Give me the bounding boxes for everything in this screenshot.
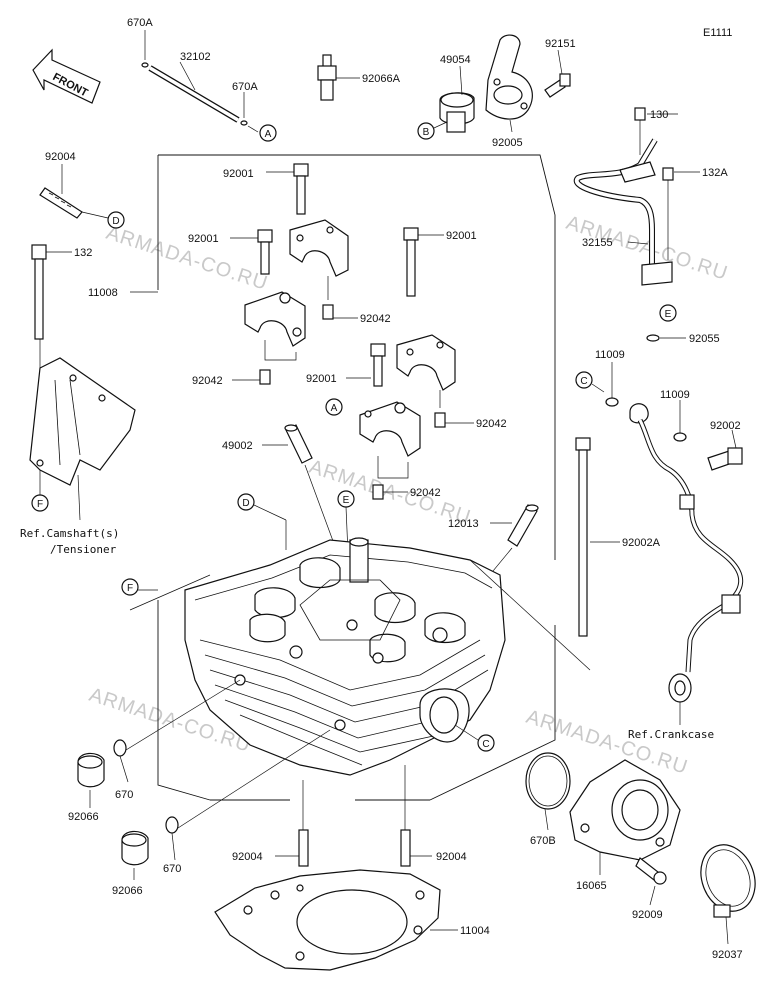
- ref-camshaft-line1: Ref.Camshaft(s): [20, 527, 119, 540]
- callout-a-cam: [325, 398, 343, 416]
- label-92001-1: 92001: [223, 168, 254, 180]
- part-92037-clamp: [700, 844, 756, 945]
- svg-text:C: C: [482, 739, 489, 750]
- part-92002A-stud: [575, 437, 620, 637]
- part-49002-guide: [262, 424, 341, 561]
- part-92066A-sensor: [317, 54, 360, 101]
- svg-text:E: E: [343, 495, 350, 506]
- label-92001-3: 92001: [446, 230, 477, 242]
- label-92005: 92005: [492, 137, 523, 149]
- part-670B-oring: [525, 752, 571, 831]
- svg-text:A: A: [331, 403, 338, 414]
- part-92001-bolts: [230, 163, 444, 387]
- svg-text:D: D: [242, 498, 249, 509]
- label-92066-1: 92066: [68, 811, 99, 823]
- front-arrow-icon: FRONT: [32, 48, 101, 104]
- label-49054: 49054: [440, 54, 471, 66]
- label-92009: 92009: [632, 909, 663, 921]
- label-92002A: 92002A: [622, 537, 661, 549]
- label-92002: 92002: [710, 420, 741, 432]
- label-670-1: 670: [115, 789, 133, 801]
- svg-text:C: C: [580, 376, 587, 387]
- svg-text:E: E: [665, 309, 672, 320]
- callout-f-head: [121, 578, 139, 596]
- label-92042-4: 92042: [410, 487, 441, 499]
- label-92042-2: 92042: [192, 375, 223, 387]
- label-32102: 32102: [180, 51, 211, 63]
- part-thermostat-housing: B: [417, 34, 571, 140]
- label-92151: 92151: [545, 38, 576, 50]
- label-11009-1: 11009: [595, 349, 625, 361]
- part-16065-intake-holder: [569, 759, 681, 906]
- callout-a-circle: [259, 124, 277, 142]
- ref-camshaft-line2: /Tensioner: [50, 543, 117, 556]
- label-92004-right: 92004: [436, 851, 467, 863]
- svg-text:D: D: [112, 216, 119, 227]
- part-92004-studs-bottom: [275, 765, 432, 867]
- label-32155: 32155: [582, 237, 613, 249]
- ref-crankcase: Ref.Crankcase: [628, 728, 714, 741]
- svg-text:F: F: [127, 583, 133, 594]
- svg-text:A: A: [265, 129, 272, 140]
- part-camshaft-cover-guide: F: [29, 357, 136, 521]
- assembly-frame: [157, 154, 556, 801]
- part-32102-pushrod: A: [141, 30, 277, 142]
- label-670-2: 670: [163, 863, 181, 875]
- part-92042-dowels: [232, 276, 474, 500]
- label-92004-top: 92004: [45, 151, 76, 163]
- label-11009-2: 11009: [660, 389, 690, 401]
- label-670A-1: 670A: [127, 17, 153, 29]
- label-670B: 670B: [530, 835, 556, 847]
- part-132-bolt: [31, 244, 72, 370]
- label-130: 130: [650, 109, 668, 121]
- callout-d-head: [237, 493, 255, 511]
- diagram-code: E1111: [703, 27, 732, 39]
- label-16065: 16065: [576, 880, 607, 892]
- label-92042-1: 92042: [360, 313, 391, 325]
- label-132A: 132A: [702, 167, 728, 179]
- part-11008-cylinder-head: [184, 537, 506, 776]
- part-oil-line-banjo: C: [575, 362, 744, 725]
- label-92066A: 92066A: [362, 73, 401, 85]
- label-92037: 92037: [712, 949, 743, 961]
- label-670A-2: 670A: [232, 81, 258, 93]
- label-92001-4: 92001: [306, 373, 337, 385]
- label-92004-left: 92004: [232, 851, 263, 863]
- label-92055: 92055: [689, 333, 720, 345]
- part-32155-oil-pipe: E: [573, 107, 700, 342]
- part-11004-head-gasket: [214, 869, 458, 971]
- label-132: 132: [74, 247, 92, 259]
- label-92001-2: 92001: [188, 233, 219, 245]
- callout-c-head: [477, 734, 495, 752]
- svg-text:F: F: [37, 499, 43, 510]
- part-92004-stud-top: D: [39, 164, 125, 229]
- label-12013: 12013: [448, 518, 479, 530]
- label-49002: 49002: [222, 440, 253, 452]
- part-92066-plugs: [77, 679, 331, 880]
- label-11004: 11004: [460, 925, 490, 937]
- svg-text:B: B: [423, 127, 430, 138]
- label-92066-2: 92066: [112, 885, 143, 897]
- label-92042-3: 92042: [476, 418, 507, 430]
- label-11008: 11008: [88, 287, 118, 299]
- part-camshaft-caps: [244, 219, 456, 457]
